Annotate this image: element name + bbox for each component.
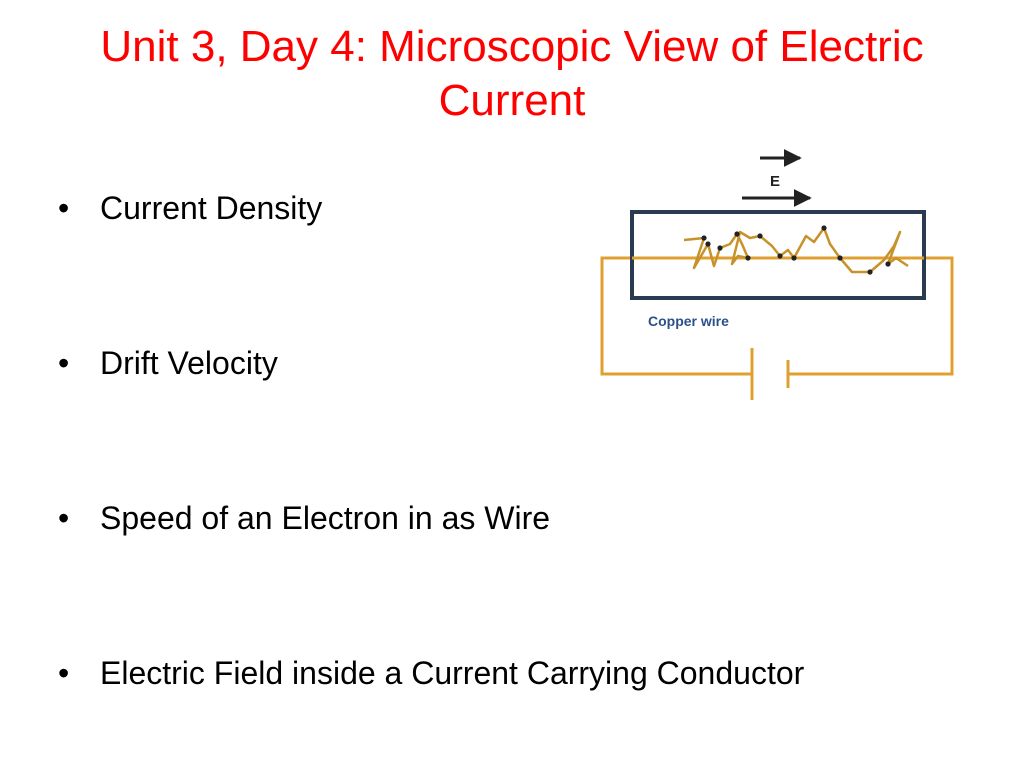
bullet-item: • Speed of an Electron in as Wire [58, 498, 818, 538]
bullet-dot: • [58, 345, 70, 381]
bullet-text: Speed of an Electron in as Wire [100, 500, 551, 536]
bullet-item: • Drift Velocity [58, 343, 818, 383]
bullet-dot: • [58, 500, 70, 536]
bullet-text: Drift Velocity [100, 345, 278, 381]
bullet-item: • Current Density [58, 188, 818, 228]
slide-title: Unit 3, Day 4: Microscopic View of Elect… [100, 22, 924, 125]
bullet-list: • Current Density • Drift Velocity • Spe… [58, 188, 818, 691]
electron-dots [701, 225, 891, 275]
bullet-dot: • [58, 655, 70, 691]
bullet-text: Electric Field inside a Current Carrying… [100, 655, 805, 691]
electric-field-arrow [742, 149, 812, 207]
circuit-wire [600, 256, 954, 400]
wire-label: Copper wire [648, 313, 729, 329]
copper-wire-diagram: E Copper wire [600, 149, 954, 400]
bullet-dot: • [58, 190, 70, 226]
bullet-text: Current Density [100, 190, 323, 226]
bullet-item: • Electric Field inside a Current Carryi… [58, 653, 860, 693]
field-label: E [770, 173, 780, 190]
